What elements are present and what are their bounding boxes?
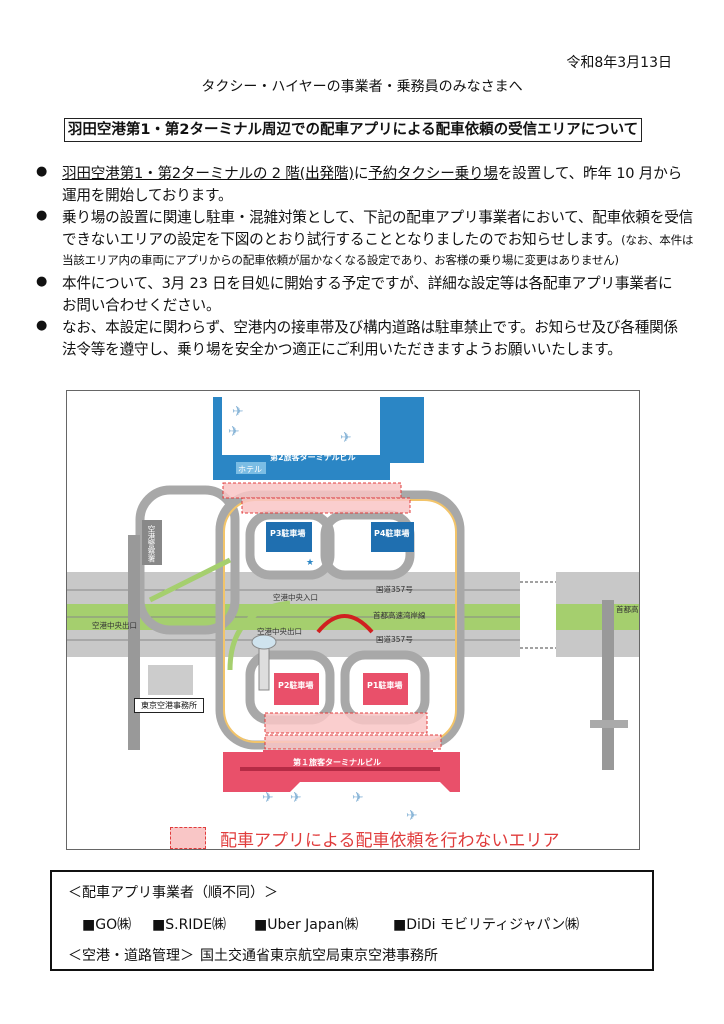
underlined-text: 予約タクシー乗り場 [368,165,498,182]
terminal-2-building [213,397,424,480]
control-tower-icon [251,634,277,650]
no-dispatch-zone [264,734,442,750]
no-dispatch-zone [241,497,411,514]
p2-label: P2駐車場 [278,681,314,690]
p1-parking [363,673,408,705]
monorail [128,535,140,750]
bullet-icon: ● [36,208,48,223]
operators-box [50,870,654,971]
airplane-icon: ✈ [228,424,240,440]
airplane-icon: ✈ [232,404,244,420]
underlined-text: 羽田空港第1・第2ターミナルの 2 階(出発階) [62,165,354,182]
p3-label: P3駐車場 [270,529,306,538]
p4-parking [371,522,414,552]
bullet-1-line-1: 羽田空港第1・第2ターミナルの 2 階(出発階)に予約タクシー乗り場を設置して、… [62,162,682,183]
expressway-lanes-right [556,604,639,630]
bullet-icon: ● [36,164,48,179]
text: を設置して、昨年 10 月から [497,165,682,182]
hotel-label: ホテル [238,465,262,474]
admin-name: 国土交通省東京航空局東京空港事務所 [200,948,438,964]
red-arc [316,614,374,634]
police-building [142,520,162,565]
exit-label: 空港中央出口 [257,627,302,636]
operator-go: ■GO㈱ [82,917,132,933]
notice-date: 令和8年3月13日 [566,55,672,71]
exit-left-label: 空港中央出口 [92,621,137,630]
entrance-label: 空港中央入口 [273,593,318,602]
legend-label: 配車アプリによる配車依頼を行わないエリア [220,831,560,851]
airplane-icon: ✈ [262,790,274,806]
bullet-2-note: 当該エリア内の車両にアプリからの配車依頼が届かなくなる設定であり、お客様の乗り場… [62,253,619,267]
legend-swatch [170,827,206,849]
operator-sride: ■S.RIDE㈱ [152,917,227,933]
operator-didi: ■DiDi モビリティジャパン㈱ [393,917,580,933]
bullet-4-line-1: なお、本設定に関わらず、空港内の接車帯及び構内道路は駐車禁止です。お知らせ及び各… [62,319,678,336]
p3-parking [266,522,312,552]
bullet-3-line-1: 本件について、3月 23 日を目処に開始する予定ですが、詳細な設定等は各配車アプ… [62,275,673,292]
bullet-icon: ● [36,274,48,289]
airplane-icon: ✈ [352,790,364,806]
bullet-icon: ● [36,318,48,333]
text: できないエリアの設定を下図のとおり試行することとなりましたのでお知らせします。 [62,231,622,248]
note-text: (なお、本件は [621,233,694,247]
p2-parking [274,673,319,705]
text: に [353,165,369,182]
airplane-icon: ✈ [340,430,352,446]
star-icon: ★ [306,558,314,568]
p1-label: P1駐車場 [367,681,403,690]
office-building-icon [148,665,193,695]
bullet-3-line-2: お問い合わせください。 [62,297,221,314]
p4-label: P4駐車場 [374,529,410,538]
terminal-2-label: 第2旅客ターミナルビル [270,453,356,462]
admin-heading: ＜空港・道路管理＞ [68,948,194,964]
airplane-icon: ✈ [406,808,418,824]
expressway-right-label: 首都高 [616,605,639,614]
airport-map-drawing: ✈ ✈ ✈ ✈ ✈ ✈ ✈ ★ [67,397,639,824]
notice-title: 羽田空港第1・第2ターミナル周辺での配車アプリによる配車依頼の受信エリアについて [64,118,642,142]
expressway-label: 首都高速湾岸線 [373,611,426,620]
salutation: タクシー・ハイヤーの事業者・乗務員のみなさまへ [201,79,523,95]
route-357-label: 国道357号 [376,585,413,594]
bullet-2-line-2: できないエリアの設定を下図のとおり試行することとなりましたのでお知らせします。(… [62,228,693,249]
no-dispatch-zone [222,482,402,499]
terminal-1-label: 第１旅客ターミナルビル [293,758,381,767]
bullet-4-line-2: 法令等を遵守し、乗り場を安全かつ適正にご利用いただきますようお願いいたします。 [62,341,622,358]
operator-uber: ■Uber Japan㈱ [254,917,359,933]
airport-map [66,390,640,850]
no-dispatch-zone [264,712,428,734]
airplane-icon: ✈ [290,790,302,806]
operators-heading: ＜配車アプリ事業者（順不同）＞ [68,885,278,901]
police-label: 空港警察署 [147,525,156,563]
bullet-1-line-2: 運用を開始しております。 [62,187,233,204]
airplane-icons: ✈ ✈ ✈ ✈ ✈ ✈ ✈ [228,404,418,824]
office-label: 東京空港事務所 [134,698,204,713]
bullet-2-line-1: 乗り場の設置に関連し駐車・混雑対策として、下記の配車アプリ事業者において、配車依… [62,209,693,226]
route-357-label: 国道357号 [376,635,413,644]
